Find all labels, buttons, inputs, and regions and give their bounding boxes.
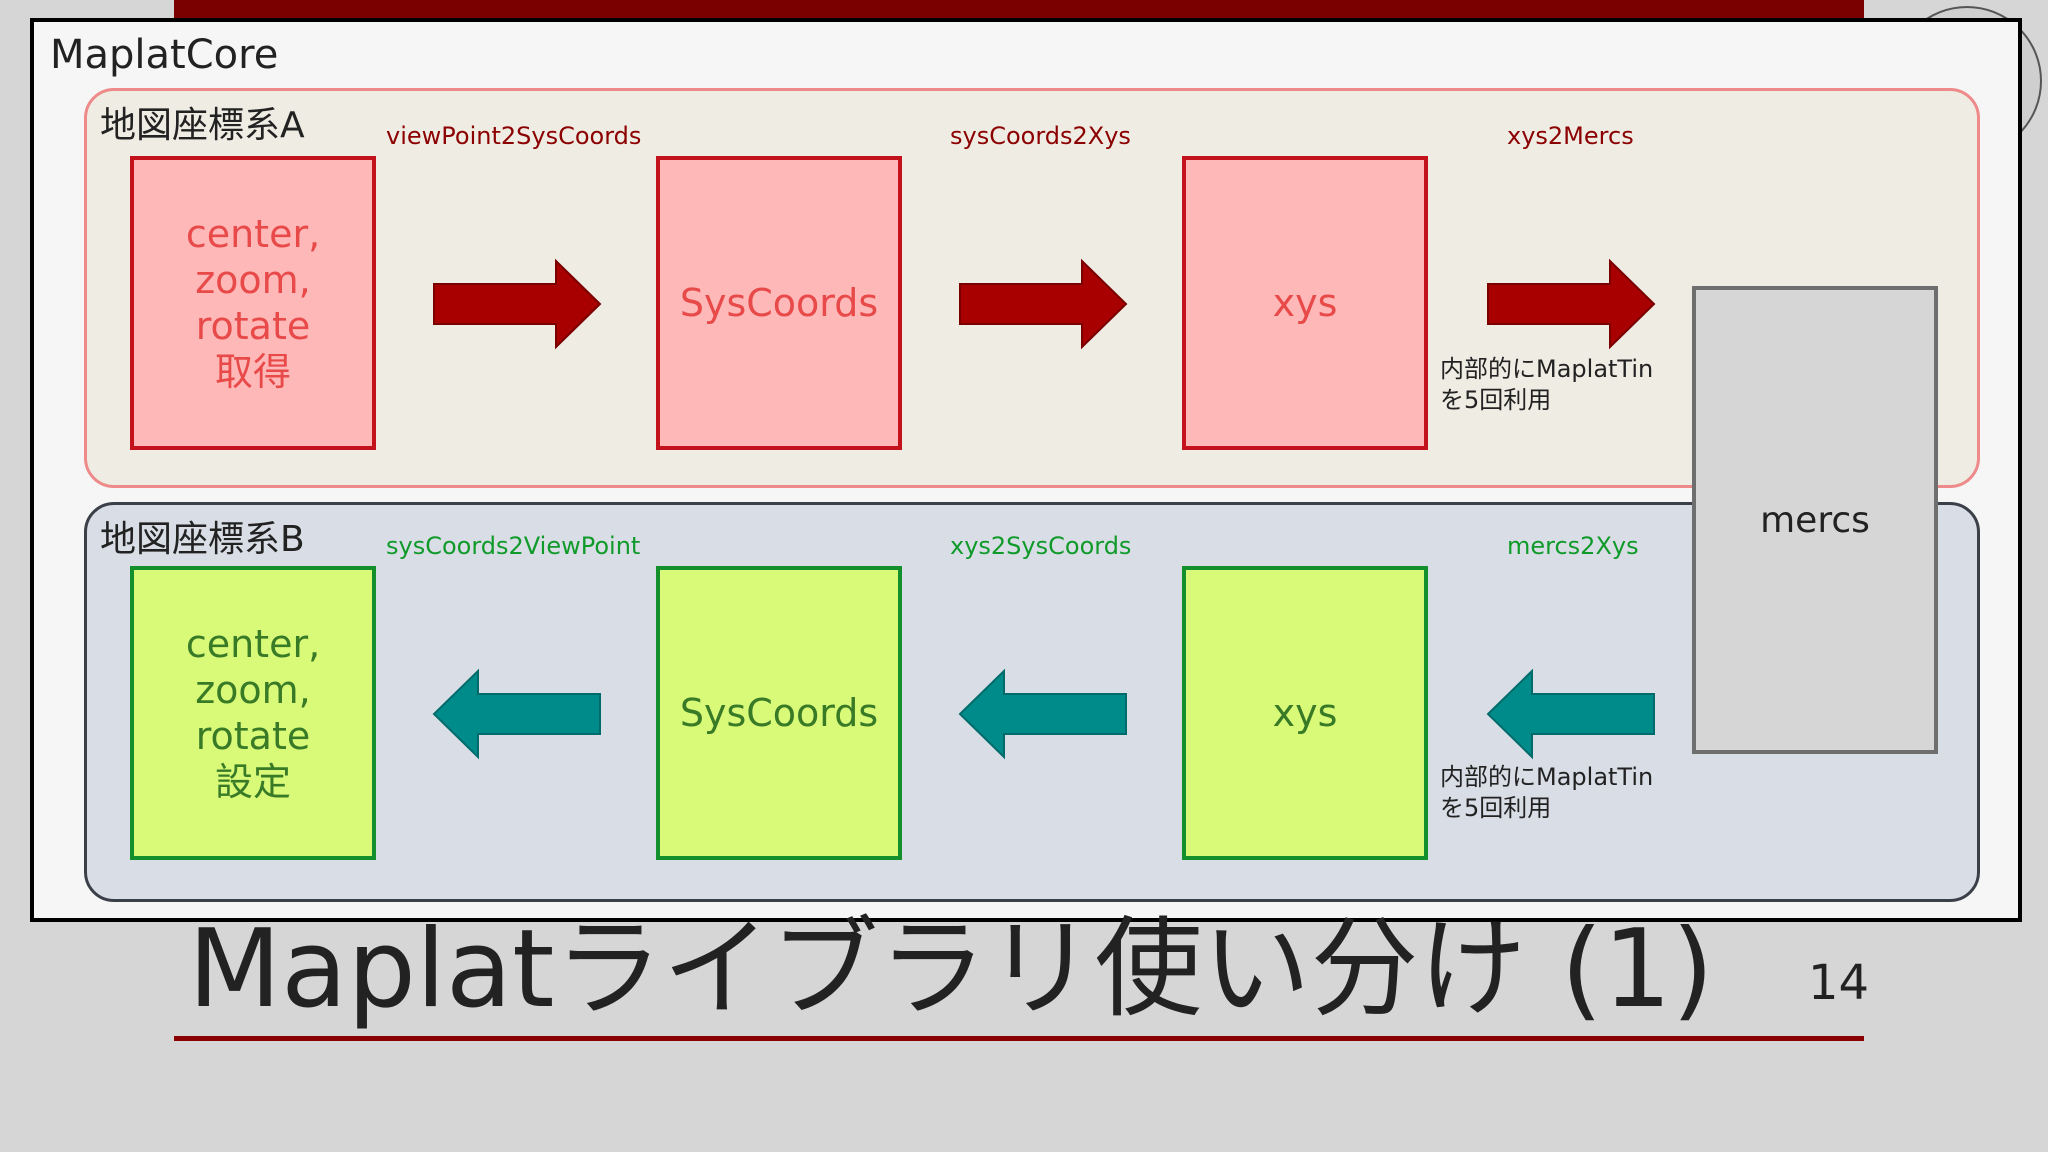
function-label-viewpoint2syscoords: viewPoint2SysCoords — [386, 122, 642, 150]
box-a-xys-label: xys — [1272, 281, 1338, 325]
left-arrow-icon — [1486, 668, 1655, 760]
box-a-viewpoint: center, zoom, rotate 取得 — [130, 156, 376, 450]
function-label-xys2syscoords: xys2SysCoords — [950, 532, 1132, 560]
mercs-label: mercs — [1760, 500, 1870, 541]
function-label-mercs2xys: mercs2Xys — [1507, 532, 1639, 560]
function-label-xys2mercs: xys2Mercs — [1507, 122, 1634, 150]
right-arrow-icon — [1487, 258, 1656, 350]
page-number: 14 — [1808, 955, 1870, 1011]
box-b-viewpoint: center, zoom, rotate 設定 — [130, 566, 376, 860]
function-label-syscoords2viewpoint: sysCoords2ViewPoint — [386, 532, 641, 560]
box-a-syscoords-label: SysCoords — [679, 281, 879, 325]
panel-b-title: 地図座標系B — [100, 519, 305, 560]
top-accent-bar — [174, 0, 1864, 18]
box-a-viewpoint-label: center, zoom, rotate 取得 — [185, 212, 321, 394]
box-a-syscoords: SysCoords — [656, 156, 902, 450]
right-arrow-icon — [433, 258, 602, 350]
left-arrow-icon — [432, 668, 601, 760]
maplattin-note-b: 内部的にMaplatTin を5回利用 — [1440, 763, 1654, 822]
maplattin-note-a: 内部的にMaplatTin を5回利用 — [1440, 355, 1654, 414]
box-a-xys: xys — [1182, 156, 1428, 450]
box-b-syscoords: SysCoords — [656, 566, 902, 860]
right-arrow-icon — [959, 258, 1128, 350]
box-b-syscoords-label: SysCoords — [679, 691, 879, 735]
left-arrow-icon — [958, 668, 1127, 760]
box-b-viewpoint-label: center, zoom, rotate 設定 — [185, 622, 321, 804]
panel-a-title: 地図座標系A — [100, 105, 305, 146]
mercs-box: mercs — [1692, 286, 1938, 754]
slide-title: Maplatライブラリ使い分け (1) — [188, 907, 1714, 1032]
function-label-syscoords2xys: sysCoords2Xys — [950, 122, 1131, 150]
box-b-xys-label: xys — [1272, 691, 1338, 735]
box-b-xys: xys — [1182, 566, 1428, 860]
core-title: MaplatCore — [50, 32, 279, 78]
title-underline — [174, 1036, 1864, 1041]
